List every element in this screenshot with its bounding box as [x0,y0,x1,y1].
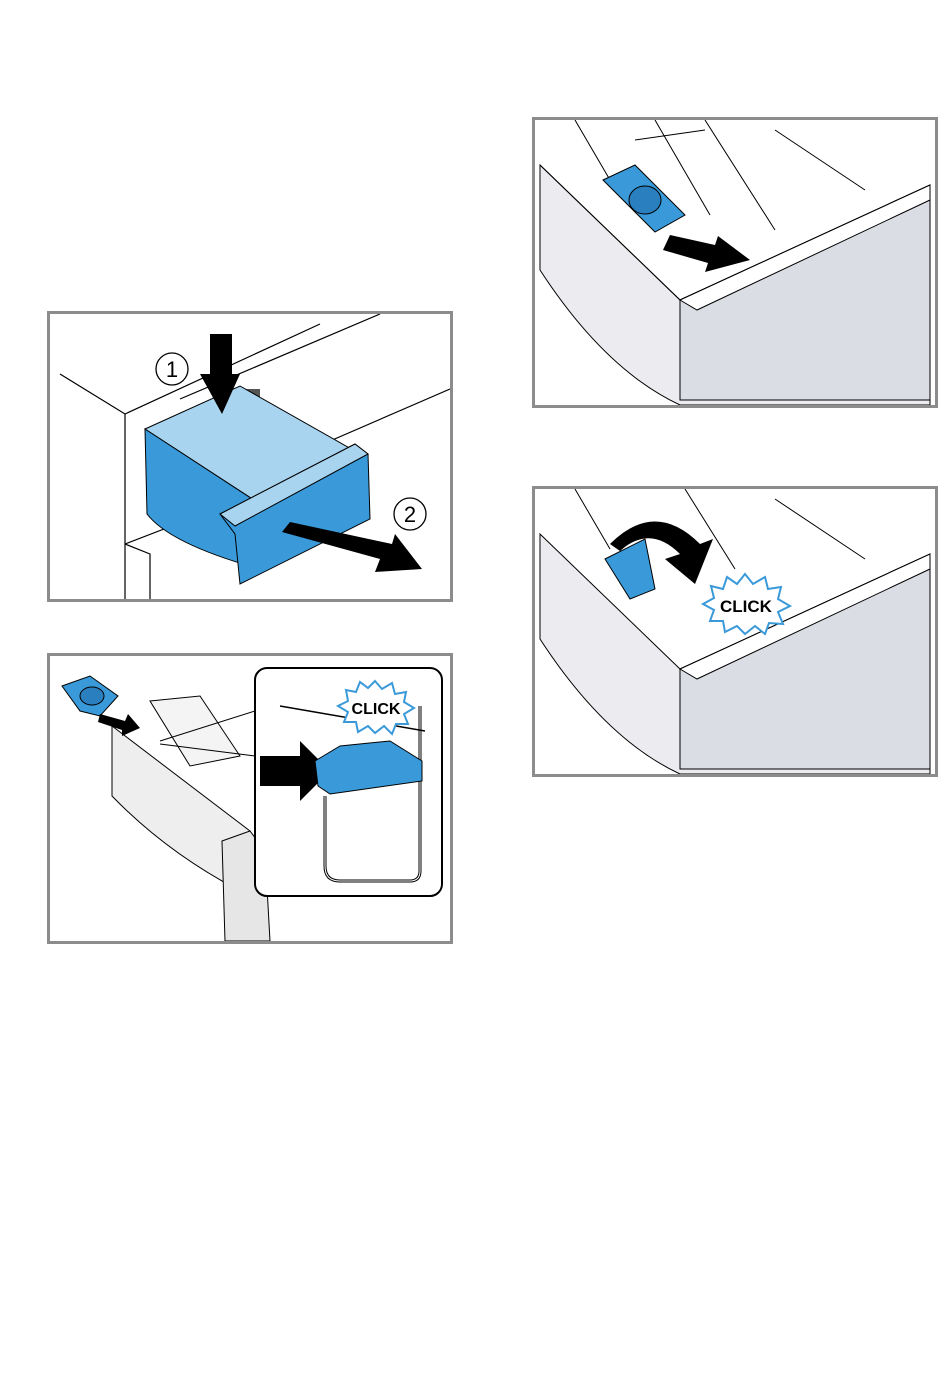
rotate-arrow-icon [610,521,713,584]
rotate-insert-illustration: CLICK [539,489,931,774]
insert-part [604,538,656,600]
arrow-right-icon [98,714,140,736]
arrow-down-icon [200,334,240,414]
pull-insert-illustration [539,120,931,405]
step-2-label: 2 [404,502,416,527]
figure-remove-drawer: 1 2 [47,311,453,602]
click-label: CLICK [352,701,401,718]
arrow-right-icon [282,522,422,572]
click-burst [335,679,416,736]
step-1-label: 1 [166,357,178,382]
drawer-illustration: 1 2 [59,314,450,599]
arrow-right-icon [663,235,750,272]
figure-insert-insert: CLICK [47,653,453,944]
figure-pull-insert [532,117,938,408]
insert-illustration: CLICK [61,667,443,941]
figure-rotate-insert: CLICK [532,486,938,777]
click-label: CLICK [720,597,773,616]
step-2-marker [393,497,427,531]
step-1-marker [155,352,189,386]
click-burst [700,572,793,636]
